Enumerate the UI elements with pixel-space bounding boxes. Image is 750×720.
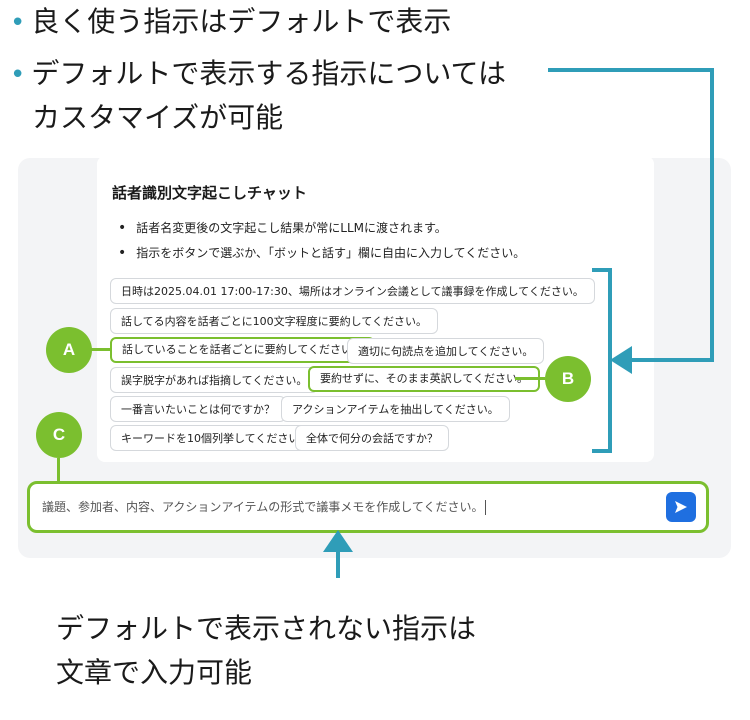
prompt-chip-keywords[interactable]: キーワードを10個列挙してください。: [110, 425, 322, 451]
prompt-chip-duration[interactable]: 全体で何分の会話ですか？: [295, 425, 449, 451]
chat-input-text[interactable]: 議題、参加者、内容、アクションアイテムの形式で議事メモを作成してください。: [42, 498, 487, 515]
prompt-chip-summary-per-speaker[interactable]: 話していることを話者ごとに要約してください。: [110, 337, 376, 363]
prompt-chip-typo-check[interactable]: 誤字脱字があれば指摘してください。: [110, 367, 319, 393]
send-icon: [675, 501, 687, 513]
bullet-dot-icon: •: [10, 60, 26, 90]
footer-caption-line2: 文章で入力可能: [56, 656, 253, 689]
marker-c-connector: [57, 458, 60, 484]
prompt-chip-translate-english[interactable]: 要約せずに、そのまま英訳してください。: [308, 366, 541, 392]
prompt-chip-meeting-minutes[interactable]: 日時は2025.04.01 17:00-17:30、場所はオンライン会議として議…: [110, 278, 595, 304]
chat-input-value: 議題、参加者、内容、アクションアイテムの形式で議事メモを作成してください。: [42, 500, 484, 514]
send-button[interactable]: [666, 492, 696, 522]
prompt-chip-action-items[interactable]: アクションアイテムを抽出してください。: [281, 396, 510, 422]
header-bullet-1: •良く使う指示はデフォルトで表示: [10, 2, 451, 43]
header-bullet-1-text: 良く使う指示はデフォルトで表示: [31, 5, 452, 38]
chat-title: 話者識別文字起こしチャット: [112, 184, 307, 202]
bullet-dot-icon: •: [10, 8, 26, 38]
chat-description-2: 指示をボタンで選ぶか、「ボットと話す」欄に自由に入力してください。: [118, 244, 525, 261]
header-bullet-2: •デフォルトで表示する指示については: [10, 54, 506, 95]
prompt-chip-punctuation[interactable]: 適切に句読点を追加してください。: [347, 338, 545, 364]
chat-input[interactable]: 議題、参加者、内容、アクションアイテムの形式で議事メモを作成してください。: [27, 481, 709, 533]
footer-caption-line1: デフォルトで表示されない指示は: [56, 612, 477, 645]
marker-a-connector: [90, 348, 112, 351]
marker-b: B: [545, 356, 591, 402]
marker-c: C: [36, 412, 82, 458]
marker-b-connector: [515, 377, 545, 380]
header-bullet-2-text: デフォルトで表示する指示については: [31, 57, 506, 90]
header-bullet-2-continuation: カスタマイズが可能: [32, 101, 284, 134]
text-caret: [485, 500, 487, 515]
prompt-chip-summary-100[interactable]: 話してる内容を話者ごとに100文字程度に要約してください。: [110, 308, 439, 334]
prompt-chip-main-point[interactable]: 一番言いたいことは何ですか？: [110, 396, 286, 422]
chat-description-1: 話者名変更後の文字起こし結果が常にLLMに渡されます。: [118, 219, 447, 236]
marker-a: A: [46, 327, 92, 373]
